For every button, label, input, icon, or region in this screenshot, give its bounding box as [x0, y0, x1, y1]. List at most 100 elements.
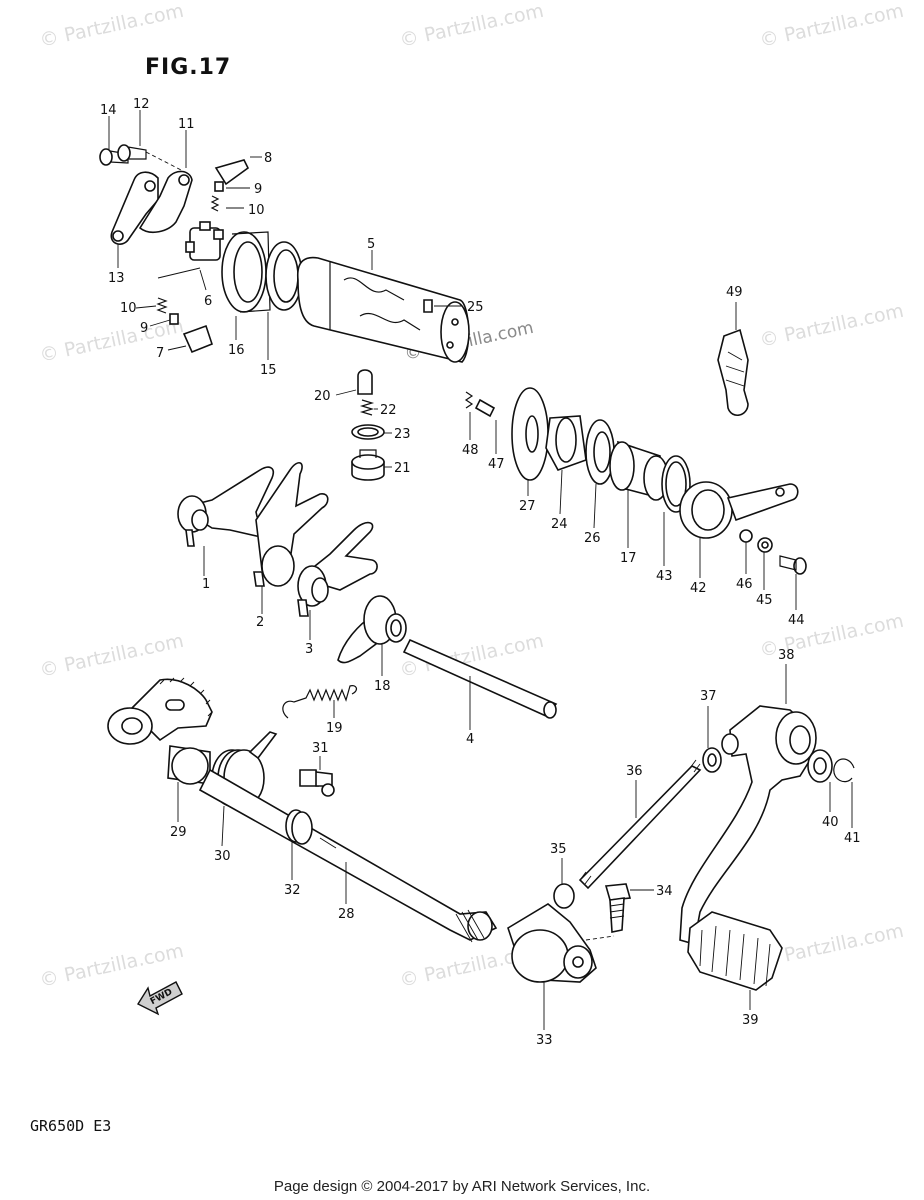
stopper-plate-11 — [138, 170, 193, 234]
callout-18: 18 — [374, 679, 391, 694]
washer-40 — [807, 749, 833, 783]
contact-20 — [357, 369, 373, 395]
callout-24: 24 — [551, 517, 568, 532]
figure-title: FIG.17 — [145, 55, 232, 80]
callout-16: 16 — [228, 343, 245, 358]
callout-32: 32 — [284, 883, 301, 898]
callout-27: 27 — [519, 499, 536, 514]
callout-9-lower: 9 — [140, 321, 148, 336]
callout-36: 36 — [626, 764, 643, 779]
shift-fork-18 — [337, 595, 407, 664]
shift-fork-3 — [297, 521, 378, 617]
bolt-12 — [117, 144, 147, 162]
switch-21 — [351, 449, 385, 481]
callout-47: 47 — [488, 457, 505, 472]
gearshift-shaft-28 — [198, 768, 498, 943]
callout-39: 39 — [742, 1013, 759, 1028]
callout-6: 6 — [204, 294, 212, 309]
callout-14: 14 — [100, 103, 117, 118]
callout-2: 2 — [256, 615, 264, 630]
shift-rod-36 — [578, 759, 702, 890]
leader-lines — [108, 110, 853, 1030]
bearing-16 — [221, 231, 271, 313]
callout-44: 44 — [788, 613, 805, 628]
washer-15 — [265, 241, 303, 311]
washer-26 — [585, 419, 615, 485]
circlip-41 — [833, 758, 855, 783]
fwd-arrow: FWD — [136, 981, 183, 1016]
spring-22 — [359, 399, 375, 416]
callout-13: 13 — [108, 271, 125, 286]
callout-17: 17 — [620, 551, 637, 566]
callout-1: 1 — [202, 577, 210, 592]
callout-7: 7 — [156, 346, 164, 361]
callout-33: 33 — [536, 1033, 553, 1048]
callout-43: 43 — [656, 569, 673, 584]
callout-34: 34 — [656, 884, 673, 899]
model-code: GR650D E3 — [30, 1117, 112, 1135]
pin-9-lower — [169, 313, 179, 325]
cam-gear-6 — [185, 221, 224, 261]
fork-shaft-4 — [402, 638, 558, 719]
bearing-17 — [609, 440, 669, 501]
callout-37: 37 — [700, 689, 717, 704]
callout-23: 23 — [394, 427, 411, 442]
callout-labels: 1 2 3 4 5 6 7 8 9 9 10 10 11 12 13 14 15… — [100, 97, 861, 1048]
callout-26: 26 — [584, 531, 601, 546]
callout-10-lower: 10 — [120, 301, 137, 316]
callout-38: 38 — [778, 648, 795, 663]
callout-9-upper: 9 — [254, 182, 262, 197]
pin-25 — [423, 299, 433, 313]
bolt-44 — [779, 555, 807, 575]
callout-30: 30 — [214, 849, 231, 864]
shift-cam-5 — [296, 256, 470, 363]
callout-40: 40 — [822, 815, 839, 830]
washer-46 — [739, 529, 753, 543]
spring-48 — [464, 391, 474, 409]
callout-31: 31 — [312, 741, 329, 756]
callout-8: 8 — [264, 151, 272, 166]
callout-19: 19 — [326, 721, 343, 736]
callout-49: 49 — [726, 285, 743, 300]
callout-11: 11 — [178, 117, 195, 132]
shift-lever-33 — [507, 903, 597, 983]
callout-12: 12 — [133, 97, 150, 112]
pin-9-upper — [214, 181, 224, 192]
callout-15: 15 — [260, 363, 277, 378]
callout-29: 29 — [170, 825, 187, 840]
washer-32 — [285, 809, 313, 845]
copyright-footer: Page design © 2004-2017 by ARI Network S… — [273, 1178, 651, 1195]
callout-28: 28 — [338, 907, 355, 922]
callout-45: 45 — [756, 593, 773, 608]
pin-47 — [474, 398, 496, 418]
callout-10-upper: 10 — [248, 203, 265, 218]
callout-3: 3 — [305, 642, 313, 657]
nut-35 — [553, 883, 575, 909]
pedal-rubber-39 — [687, 911, 783, 991]
callout-21: 21 — [394, 461, 411, 476]
shift-fork-2 — [253, 462, 329, 587]
callout-46: 46 — [736, 577, 753, 592]
callout-35: 35 — [550, 842, 567, 857]
shift-pedal-38 — [679, 705, 817, 946]
bolt-34 — [604, 883, 632, 933]
callout-25: 25 — [467, 300, 484, 315]
callout-20: 20 — [314, 389, 331, 404]
spring-10-lower — [156, 297, 168, 314]
spring-10-upper — [210, 195, 220, 212]
cam-pawl-8 — [214, 159, 250, 186]
callout-4: 4 — [466, 732, 474, 747]
washer-27 — [511, 387, 549, 481]
shift-fork-1 — [177, 466, 275, 547]
gearshift-arm-29 — [107, 677, 213, 785]
return-spring-19 — [282, 685, 358, 719]
callout-22: 22 — [380, 403, 397, 418]
callout-41: 41 — [844, 831, 861, 846]
pawl-7 — [182, 324, 213, 354]
pedal-rubber-49 — [717, 328, 749, 416]
cam-guide-24 — [545, 415, 587, 471]
stopper-bolt-31 — [299, 769, 335, 797]
shift-arm-42 — [679, 481, 799, 539]
